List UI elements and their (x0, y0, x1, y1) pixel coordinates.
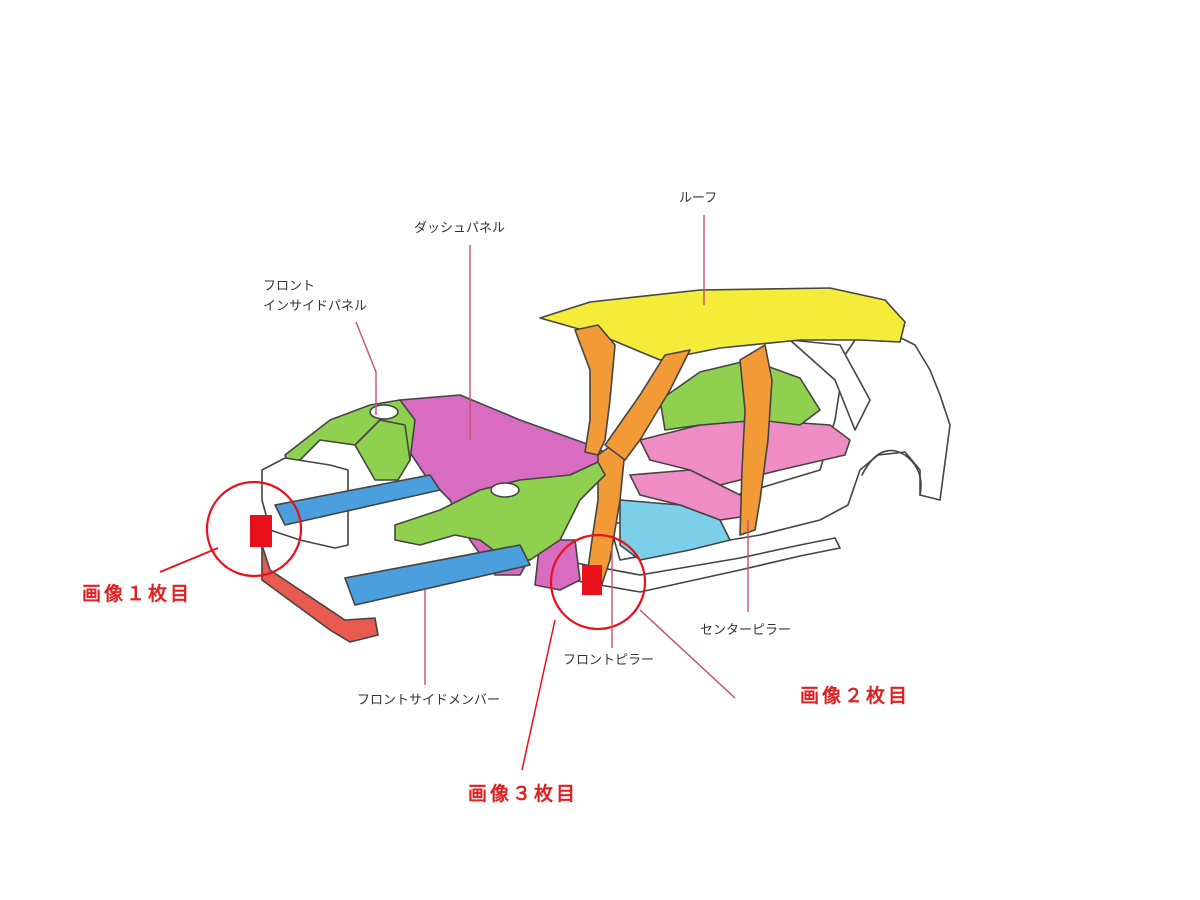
callout-circle-2 (549, 533, 647, 631)
rear-floor-well (659, 359, 821, 431)
label-center-pillar: センターピラー (700, 623, 792, 638)
strut-tower-left (354, 419, 411, 481)
strut-mount-left (369, 404, 399, 420)
rocker-panel (559, 537, 841, 593)
rear-window-frame (789, 339, 871, 431)
front-side-member-top (344, 544, 531, 606)
photo-callout-2: 画像２枚目 (800, 685, 911, 707)
dash-panel-lower (534, 539, 581, 591)
floor-panel-front (619, 499, 731, 561)
rear-wheel-arch (861, 449, 922, 496)
photo-callout-1: 画像１枚目 (82, 583, 193, 605)
marker-photo2 (582, 565, 602, 595)
label-front-side-member: フロントサイドメンバー (357, 693, 501, 708)
front-side-member-upper (274, 474, 441, 526)
callout-leader-3 (521, 619, 556, 771)
front-pillar-left (574, 324, 616, 456)
center-pillar (739, 344, 773, 536)
leader-front-inside-panel (355, 321, 377, 415)
label-dash-panel: ダッシュパネル (414, 221, 506, 236)
marker-photo1 (250, 515, 272, 547)
bumper-reinforcement (261, 544, 379, 643)
floor-panel-mid (629, 469, 756, 521)
label-front-pillar: フロントピラー (563, 653, 655, 668)
a-pillar-upper (604, 349, 691, 461)
roof-panel (539, 287, 906, 361)
callout-circle-1 (205, 480, 303, 578)
label-front-inside-panel-line1: フロント (263, 279, 316, 294)
callout-leader-1 (159, 547, 219, 573)
label-roof: ルーフ (679, 191, 718, 206)
callout-leader-2 (639, 609, 736, 699)
label-front-inside-panel-line2: インサイドパネル (263, 299, 368, 314)
strut-mount-right (490, 482, 520, 498)
photo-callout-3: 画像３枚目 (468, 783, 579, 805)
